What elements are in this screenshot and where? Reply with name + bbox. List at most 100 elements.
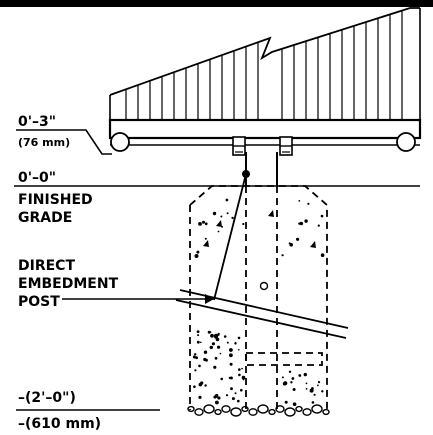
aggregate-speck [317,381,321,384]
aggregate-speck [242,222,245,226]
aggregate-speck [211,342,215,346]
aggregate-speck [298,222,301,225]
aggregate-speck [226,212,229,215]
post-label-line1: DIRECT [18,258,75,274]
aggregate-stone [203,240,209,247]
aggregate-speck [317,224,320,227]
aggregate-speck [198,364,201,368]
aggregate-speck [196,340,200,344]
aggregate-speck [192,355,196,359]
aggregate-speck [238,349,240,351]
aggregate-speck [321,390,324,393]
aggregate-speck [215,337,220,342]
finished-grade-label-line1: FINISHED [18,192,93,208]
aggregate-speck [213,395,217,399]
depth-imperial-label: –(2'–0") [18,390,76,406]
gravel-stone [311,404,323,414]
aggregate-speck [307,202,310,205]
aggregate-speck [241,375,246,380]
grade-elevation-label: 0'–0" [18,170,56,186]
post-above-grade [245,152,278,186]
gravel-stone [302,408,312,416]
gravel-stone [295,405,303,413]
gravel-stone [203,404,215,414]
aggregate-speck [217,230,220,233]
aggregate-speck [194,254,199,258]
aggregate-speck [214,356,218,360]
aggregate-speck [305,388,308,390]
aggregate-speck [296,237,300,241]
aggregate-speck [219,352,222,355]
aggregate-speck [292,388,296,391]
aggregate-speck [230,387,233,391]
aggregate-speck [198,395,202,399]
aggregate-speck [229,353,233,358]
gravel-stone [214,408,222,416]
aggregate-speck [223,335,227,338]
aggregate-speck [292,402,297,407]
gravel-stone [284,407,296,417]
aggregate-speck [198,222,202,226]
gravel-stone [275,405,285,413]
aggregate-speck [237,399,240,403]
base-plate [108,118,422,156]
depth-metric-label: –(610 mm) [18,416,101,432]
gravel-stone [221,405,231,413]
top-height-leader [16,129,112,155]
aggregate-speck [204,384,207,387]
top-border-line [0,0,433,7]
aggregate-speck [283,381,288,386]
aggregate-speck [200,341,202,344]
aggregate-speck [198,382,203,387]
aggregate-speck [303,372,307,377]
aggregate-speck [220,377,223,381]
aggregate-speck [209,331,212,333]
aggregate-speck [225,394,229,397]
aggregate-speck [209,345,213,350]
aggregate-speck [229,348,233,352]
aggregate-speck [197,334,200,337]
aggregate-speck [195,356,199,360]
gravel-stone [268,408,276,416]
top-height-metric-label: (76 mm) [18,136,70,149]
aggregate-speck [217,345,221,349]
aggregate-speck [231,216,234,220]
aggregate-speck [240,388,243,392]
aggregate-stone [310,241,316,248]
aggregate-speck [234,342,237,345]
aggregate-speck [237,336,241,340]
aggregate-speck [210,333,214,338]
aggregate-stone [216,220,222,227]
post-label-line2: EMBEDMENT [18,276,119,292]
right-end-circle [396,132,416,152]
post-leader-line [213,173,247,301]
aggregate-stone [268,210,274,217]
aggregate-speck [225,198,229,202]
aggregate-speck [214,333,218,338]
aggregate-speck [212,211,217,216]
aggregate-speck [281,376,284,379]
aggregate-speck [220,215,223,218]
aggregate-speck [290,381,293,384]
gravel-bed [187,404,330,417]
aggregate-speck [194,353,197,356]
aggregate-speck [298,200,301,202]
aggregate-speck [202,220,205,224]
post-label-arrow [205,294,214,304]
aggregate-speck [281,254,284,257]
aggregate-speck [320,214,324,218]
aggregate-speck [231,397,235,401]
aggregate-speck [217,396,221,400]
sloped-ground-line [175,289,349,339]
aggregate-speck [313,393,316,396]
aggregate-speck [291,377,295,380]
aggregate-speck [304,219,308,223]
aggregate-speck [284,400,288,404]
aggregate-speck [299,221,304,226]
concrete-footing [189,185,328,410]
aggregate-speck [238,368,241,371]
aggregate-speck [305,382,308,385]
aggregate-speck [298,374,302,377]
aggregate-speck [213,365,217,369]
